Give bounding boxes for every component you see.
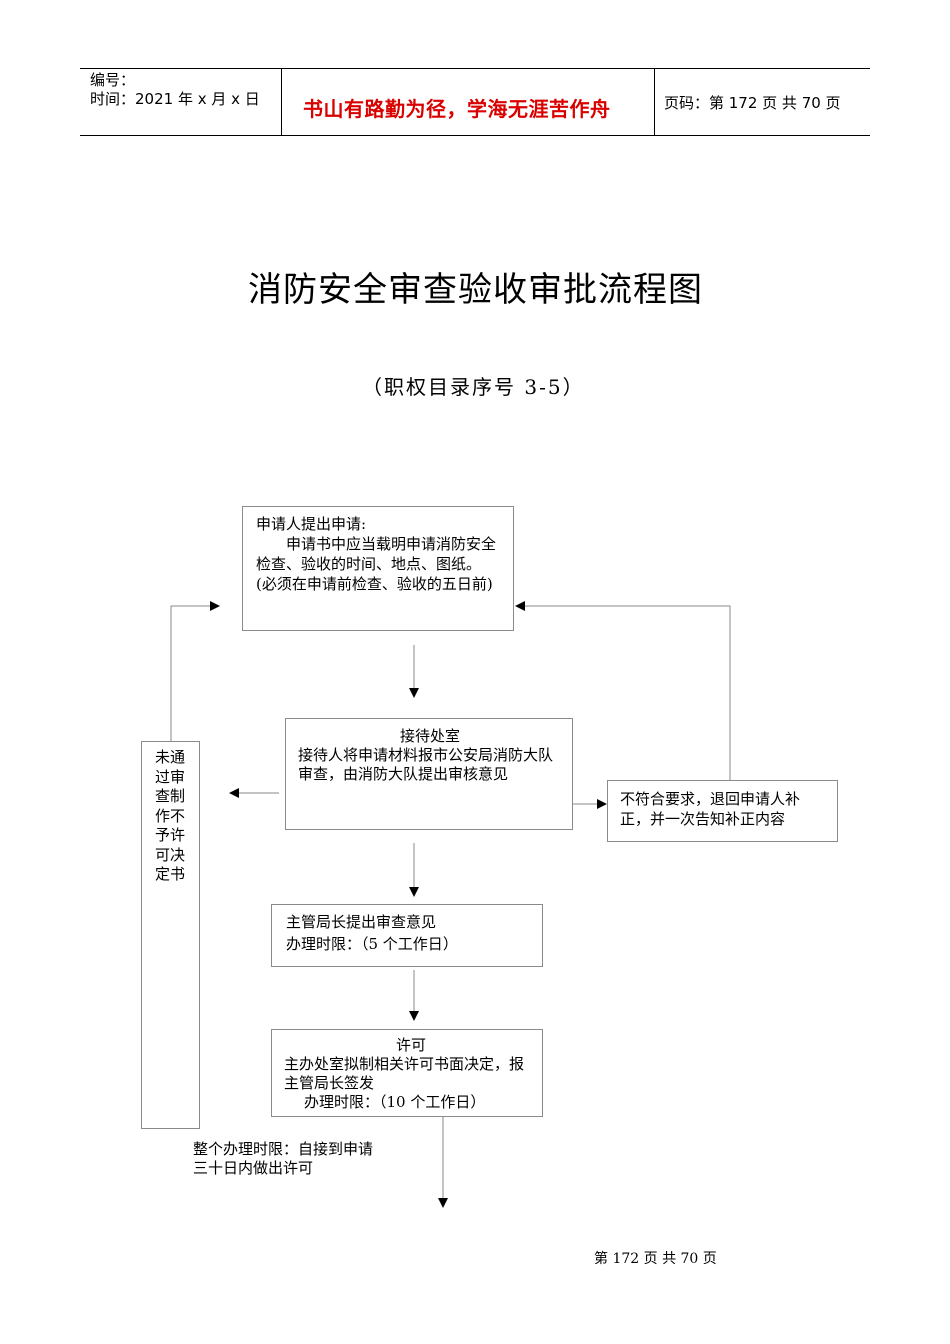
node-reception-body: 接待人将申请材料报市公安局消防大队审查，由消防大队提出审核意见 — [298, 745, 554, 783]
node-apply: 申请人提出申请: 申请书中应当载明申请消防安全检查、验收的时间、地点、图纸。(必… — [242, 506, 514, 631]
node-permit-heading: 许可 — [395, 1036, 426, 1054]
header-top-rule — [80, 68, 870, 69]
page-info: 页码：第 172 页 共 70 页 — [664, 94, 841, 112]
arrow-reject-to-apply — [515, 601, 731, 780]
node-permit-deadline: 办理时限：（10 个工作日） — [304, 1092, 486, 1111]
serial-label: 编号： — [90, 71, 136, 89]
date-label: 时间：2021 年 x 月 x 日 — [90, 90, 260, 108]
node-permit: 许可 主办处室拟制相关许可书面决定，报主管局长签发 办理时限：（10 个工作日） — [271, 1029, 543, 1117]
header-motto: 书山有路勤为径，学海无涯苦作舟 — [303, 97, 611, 121]
arrow-not-passed-to-apply — [170, 601, 220, 741]
overall-limit-line1: 整个办理时限：自接到申请 — [193, 1140, 374, 1158]
node-director-line2: 办理时限：（5 个工作日） — [286, 934, 458, 953]
node-permit-body: 主办处室拟制相关许可书面决定，报主管局长签发 — [284, 1054, 525, 1092]
header-divider-left — [281, 68, 282, 136]
node-reception-heading: 接待处室 — [399, 727, 460, 745]
node-reception: 接待处室 接待人将申请材料报市公安局消防大队审查，由消防大队提出审核意见 — [285, 718, 573, 830]
node-apply-body: 申请书中应当载明申请消防安全检查、验收的时间、地点、图纸。(必须在申请前检查、验… — [256, 534, 497, 593]
node-reject-body: 不符合要求，退回申请人补正，并一次告知补正内容 — [620, 790, 801, 828]
node-reject: 不符合要求，退回申请人补正，并一次告知补正内容 — [607, 780, 838, 842]
page-footer: 第 172 页 共 70 页 — [594, 1251, 717, 1267]
page-subtitle: （职权目录序号 3-5） — [362, 375, 585, 399]
node-not-passed: 未通过审查制作不予许可决定书 — [141, 741, 200, 1129]
overall-limit-line2: 三十日内做出许可 — [193, 1159, 314, 1177]
node-apply-heading: 申请人提出申请: — [256, 515, 367, 533]
node-director: 主管局长提出审查意见 办理时限：（5 个工作日） — [271, 904, 543, 967]
node-not-passed-body: 未通过审查制作不予许可决定书 — [155, 748, 186, 883]
header-bottom-rule — [80, 135, 870, 136]
page-title: 消防安全审查验收审批流程图 — [248, 270, 703, 310]
node-director-line1: 主管局长提出审查意见 — [286, 913, 437, 931]
header-divider-right — [654, 68, 655, 136]
